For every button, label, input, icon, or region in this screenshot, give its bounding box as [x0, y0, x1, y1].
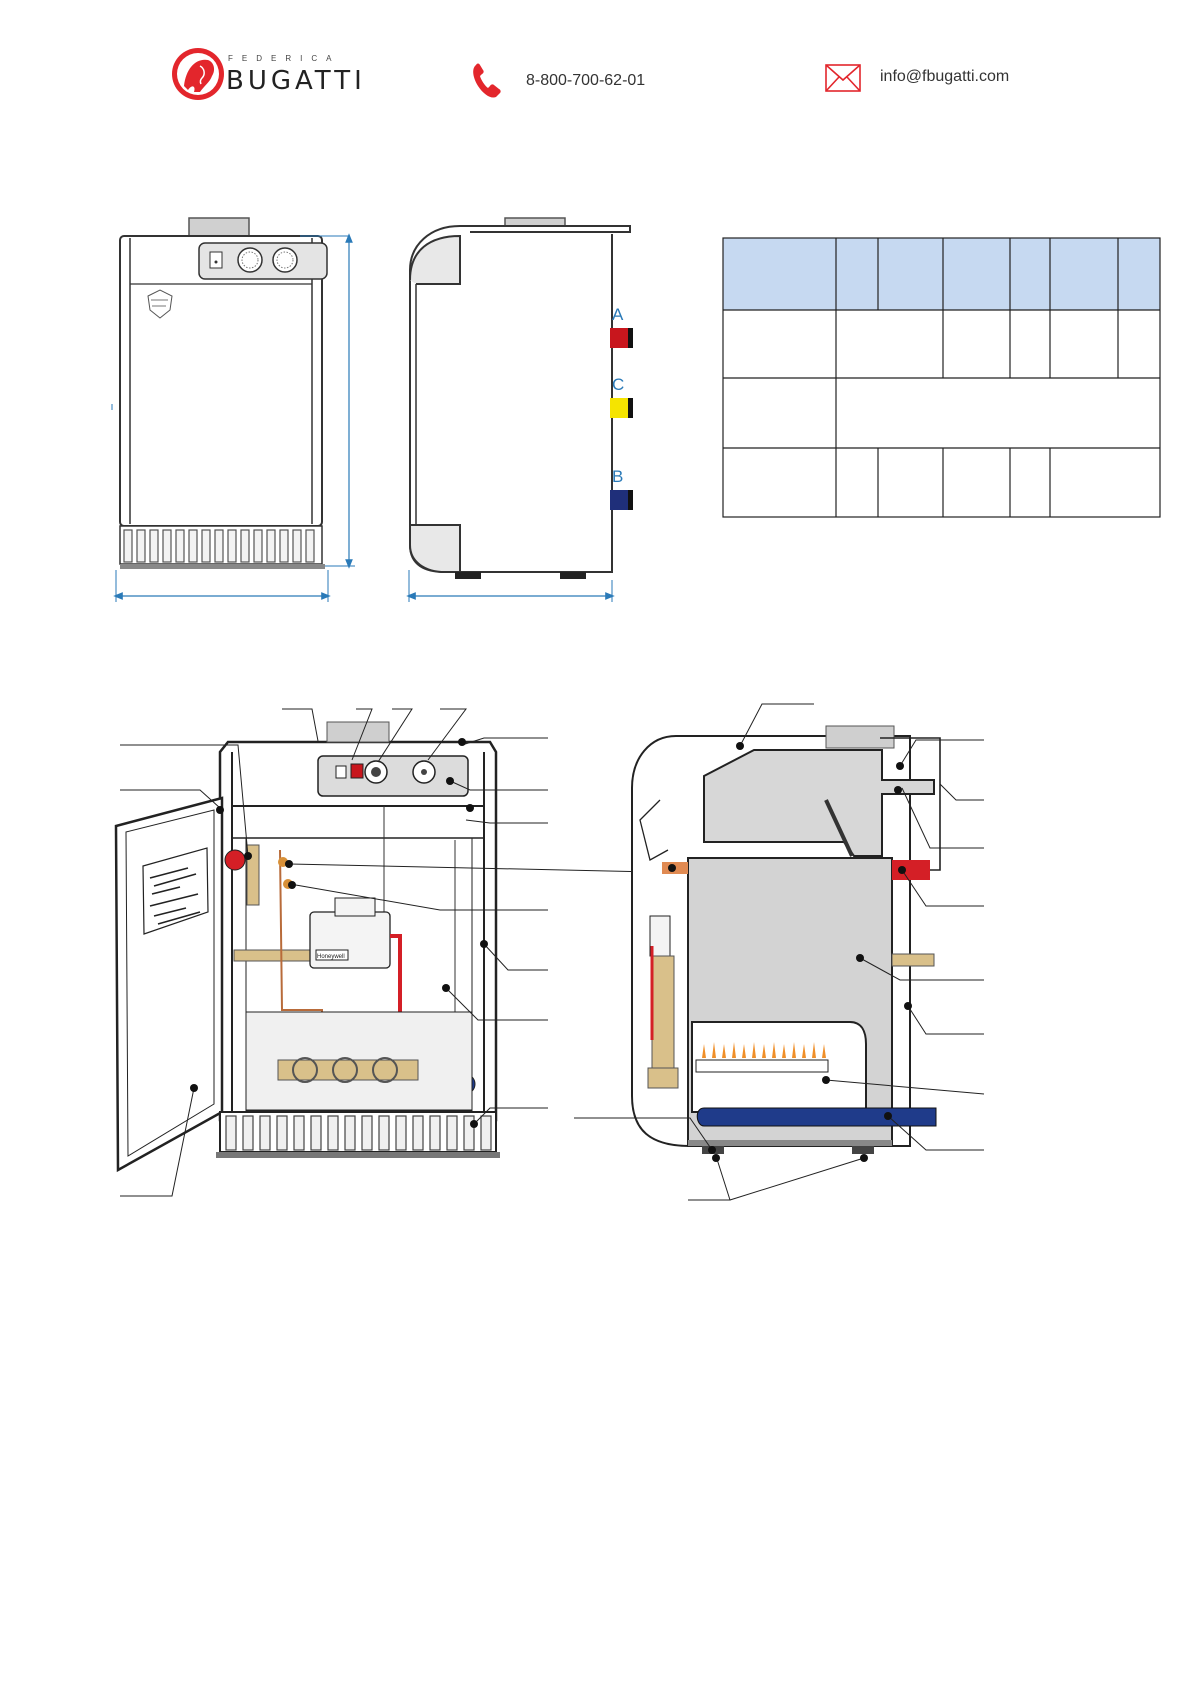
front-view — [111, 217, 355, 602]
connection-label-c: C — [612, 375, 624, 394]
connection-label-b: B — [612, 467, 623, 486]
phone-icon — [473, 63, 501, 98]
spec-table — [722, 237, 1161, 518]
internal-section-view — [574, 703, 985, 1201]
phone-number[interactable]: 8-800-700-62-01 — [526, 72, 646, 89]
burner-brand-label: Honeywell — [317, 954, 345, 960]
connection-label-a: A — [612, 305, 624, 324]
email-address[interactable]: info@fbugatti.com — [880, 68, 1010, 85]
brand-subtitle: FEDERICA — [228, 54, 341, 63]
internal-front-view: Honeywell — [114, 708, 655, 1197]
brand-name: BUGATTI — [226, 66, 366, 96]
side-view: A C B — [406, 217, 633, 602]
mail-icon — [825, 64, 861, 92]
logo-woman-icon — [172, 48, 224, 100]
